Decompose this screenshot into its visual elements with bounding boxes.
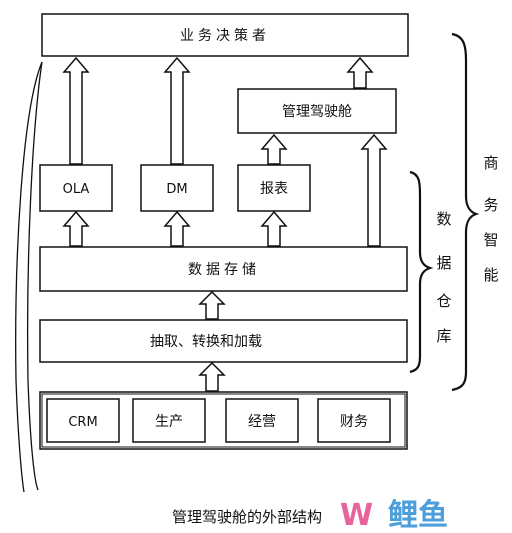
- data-warehouse-char: 库: [436, 327, 451, 345]
- up-arrow: [163, 56, 191, 165]
- data-warehouse-char: 据: [436, 254, 451, 272]
- data-warehouse-label: 数 据 仓 库: [436, 210, 451, 345]
- data-storage-box: 数据存储: [39, 246, 408, 292]
- report-label: 报表: [260, 181, 288, 197]
- report-box: 报表: [237, 164, 311, 212]
- up-arrow: [198, 290, 226, 320]
- flow-arrows: [62, 56, 388, 392]
- up-arrow: [346, 56, 374, 89]
- data-warehouse-char: 仓: [436, 292, 451, 310]
- sources-container: CRM 生产 经营 财务: [39, 391, 408, 450]
- decision-makers-box: 业务决策者: [41, 13, 409, 57]
- business-intelligence-char: 务: [483, 196, 498, 214]
- source-crm-label: CRM: [68, 415, 97, 430]
- ola-box: OLA: [39, 164, 113, 212]
- up-arrow: [163, 210, 191, 247]
- cockpit-label: 管理驾驶舱: [282, 104, 352, 120]
- source-operations: 经营: [225, 398, 299, 443]
- data-warehouse-char: 数: [436, 210, 451, 228]
- left-swoosh-lines: [15, 61, 43, 493]
- source-operations-label: 经营: [248, 414, 276, 430]
- business-intelligence-char: 能: [483, 266, 498, 284]
- business-intelligence-brace: [451, 32, 480, 392]
- etl-box: 抽取、转换和加载: [39, 319, 408, 363]
- source-production: 生产: [132, 398, 206, 443]
- data-storage-label: 数据存储: [188, 262, 260, 278]
- cockpit-box: 管理驾驶舱: [237, 88, 397, 134]
- watermark-left-glyph: W: [340, 498, 373, 533]
- dm-box: DM: [140, 164, 214, 212]
- up-arrow: [360, 133, 388, 247]
- up-arrow: [260, 133, 288, 165]
- source-finance: 财务: [317, 398, 391, 443]
- figure-caption: 管理驾驶舱的外部结构: [172, 508, 322, 526]
- source-crm: CRM: [46, 398, 120, 443]
- up-arrow: [62, 210, 90, 247]
- decision-makers-label: 业务决策者: [180, 27, 270, 44]
- business-intelligence-char: 商: [483, 154, 498, 172]
- watermark-logo: W 鲤鱼: [340, 498, 448, 533]
- up-arrow: [260, 210, 288, 247]
- business-intelligence-char: 智: [483, 231, 498, 249]
- data-warehouse-brace: [409, 170, 434, 374]
- source-finance-label: 财务: [340, 414, 368, 430]
- up-arrow: [62, 56, 90, 165]
- watermark-right-glyph: 鲤鱼: [388, 498, 448, 533]
- etl-label: 抽取、转换和加载: [150, 333, 262, 350]
- dm-label: DM: [166, 182, 187, 197]
- ola-label: OLA: [63, 182, 90, 197]
- source-production-label: 生产: [155, 414, 183, 430]
- up-arrow: [198, 361, 226, 392]
- business-intelligence-label: 商 务 智 能: [483, 154, 498, 284]
